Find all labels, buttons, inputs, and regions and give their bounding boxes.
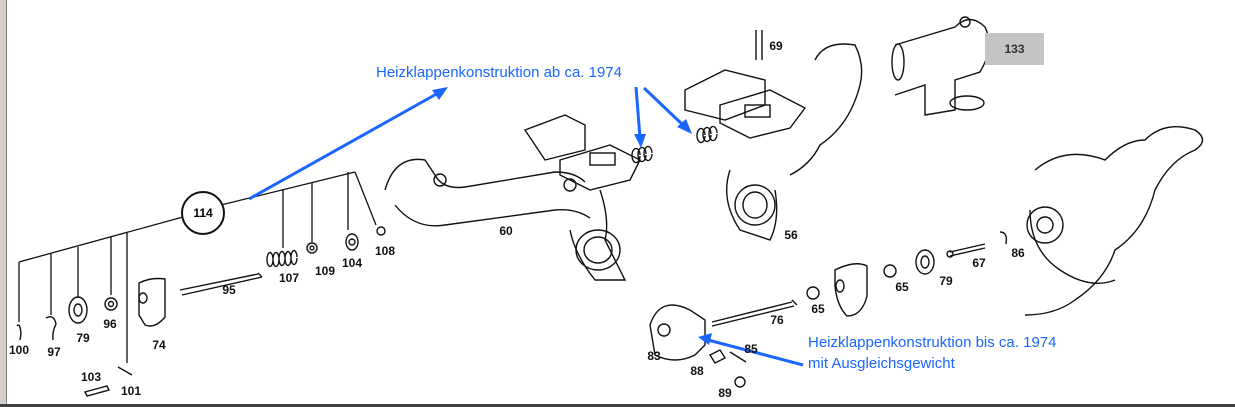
part-label[interactable]: 76 [770,313,784,327]
annotation-bottom-line1: Heizklappenkonstruktion bis ca. 1974 [808,334,1057,351]
annotation-top: Heizklappenkonstruktion ab ca. 1974 [376,64,622,81]
part-label[interactable]: 107 [278,271,300,285]
part-label[interactable]: 60 [499,224,513,238]
window-left-border [0,0,7,407]
annotation-arrows [248,86,804,367]
part-label[interactable]: 86 [1011,246,1025,260]
part-label[interactable]: 85 [744,342,758,356]
group-label-114[interactable]: 114 [181,191,225,235]
part-label[interactable]: 104 [341,256,363,270]
part-label[interactable]: 74 [152,338,166,352]
part-label[interactable]: 97 [47,345,61,359]
part-label[interactable]: 101 [120,384,142,398]
part-label[interactable]: 79 [939,274,953,288]
part-label[interactable]: 69 [769,39,783,53]
part-label[interactable]: 108 [374,244,396,258]
part-label[interactable]: 100 [8,343,30,357]
part-label[interactable]: 65 [895,280,909,294]
window-bottom-border [0,404,1235,407]
highlighted-part-133[interactable]: 133 [985,33,1044,65]
part-label[interactable]: 109 [314,264,336,278]
right-assembly [1024,126,1204,316]
annotation-bottom-line2: mit Ausgleichsgewicht [808,355,955,372]
part-label[interactable]: 67 [972,256,986,270]
part-label[interactable]: 56 [784,228,798,242]
part-label[interactable]: 103 [80,370,102,384]
part-label[interactable]: 95 [222,283,236,297]
leader-lines [18,171,377,363]
part-label[interactable]: 96 [103,317,117,331]
small-parts-right [649,231,1008,388]
part-label[interactable]: 89 [718,386,732,400]
part-label[interactable]: 65 [811,302,825,316]
part-133-tee-pipe [891,16,990,116]
small-parts-left [16,226,386,397]
part-label[interactable]: 88 [690,364,704,378]
part-label[interactable]: 79 [76,331,90,345]
part-60-heat-exchanger [384,114,653,281]
part-label[interactable]: 83 [647,349,661,363]
part-56-heat-exchanger [684,30,863,241]
